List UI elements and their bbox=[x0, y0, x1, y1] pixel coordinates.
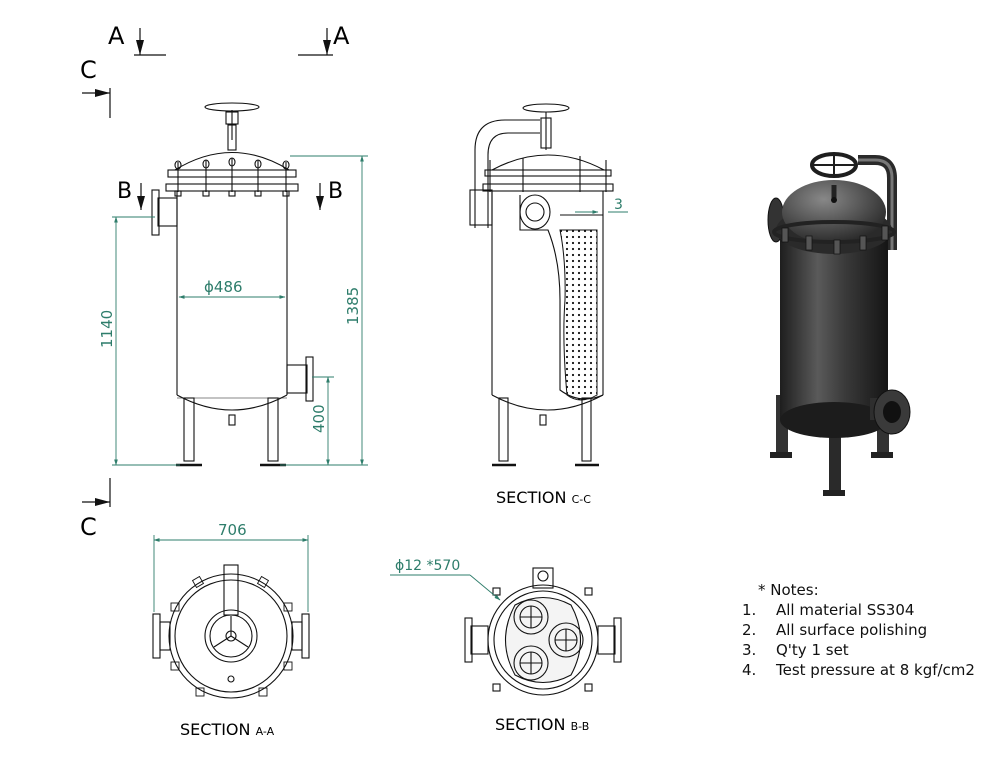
section-cc-view bbox=[469, 103, 614, 467]
section-aa-dimension bbox=[153, 535, 309, 612]
section-aa-title: SECTION A-A bbox=[180, 720, 275, 739]
notes-title: * Notes: bbox=[758, 581, 819, 599]
svg-text:C: C bbox=[80, 56, 97, 84]
dim-height-total: 1385 bbox=[344, 287, 362, 325]
filter-basket-perforation bbox=[559, 229, 598, 401]
dim-holes: ϕ12 *570 bbox=[395, 558, 460, 574]
section-bb-dimension bbox=[390, 574, 501, 601]
section-marker-c-bottom: C bbox=[80, 478, 111, 541]
section-bb-view bbox=[464, 567, 622, 696]
section-cc-title: SECTION C-C bbox=[496, 488, 591, 507]
section-marker-b-right: B bbox=[316, 179, 343, 210]
dim-width-aa: 706 bbox=[218, 521, 247, 539]
note-item: 3.Q'ty 1 set bbox=[742, 641, 849, 659]
dim-diameter-body: ϕ486 bbox=[204, 278, 243, 296]
dim-wall: 3 bbox=[614, 197, 623, 213]
dim-height-outlet: 400 bbox=[310, 404, 328, 433]
section-marker-b-left: B bbox=[117, 179, 145, 210]
notes-block: * Notes: 1.All material SS304 2.All surf… bbox=[742, 580, 975, 680]
section-bb-title: SECTION B-B bbox=[495, 715, 589, 734]
dim-height-inlet: 1140 bbox=[98, 310, 116, 348]
note-item: 1.All material SS304 bbox=[742, 601, 915, 619]
svg-text:C: C bbox=[80, 513, 97, 541]
section-aa-view bbox=[152, 564, 310, 699]
section-marker-c-top: C bbox=[80, 56, 111, 118]
section-marker-a-right: A bbox=[298, 22, 350, 56]
note-item: 2.All surface polishing bbox=[742, 621, 928, 639]
front-dimension-labels: ϕ486 1385 1140 400 bbox=[98, 278, 362, 433]
svg-text:B: B bbox=[117, 179, 132, 204]
svg-text:A: A bbox=[333, 22, 350, 50]
filter-housing-3d-render bbox=[767, 152, 911, 496]
section-marker-a-left: A bbox=[108, 22, 166, 56]
note-item: 4.Test pressure at 8 kgf/cm2 bbox=[742, 661, 975, 679]
svg-text:B: B bbox=[328, 179, 343, 204]
svg-text:A: A bbox=[108, 22, 125, 50]
front-dimensions bbox=[112, 155, 368, 466]
